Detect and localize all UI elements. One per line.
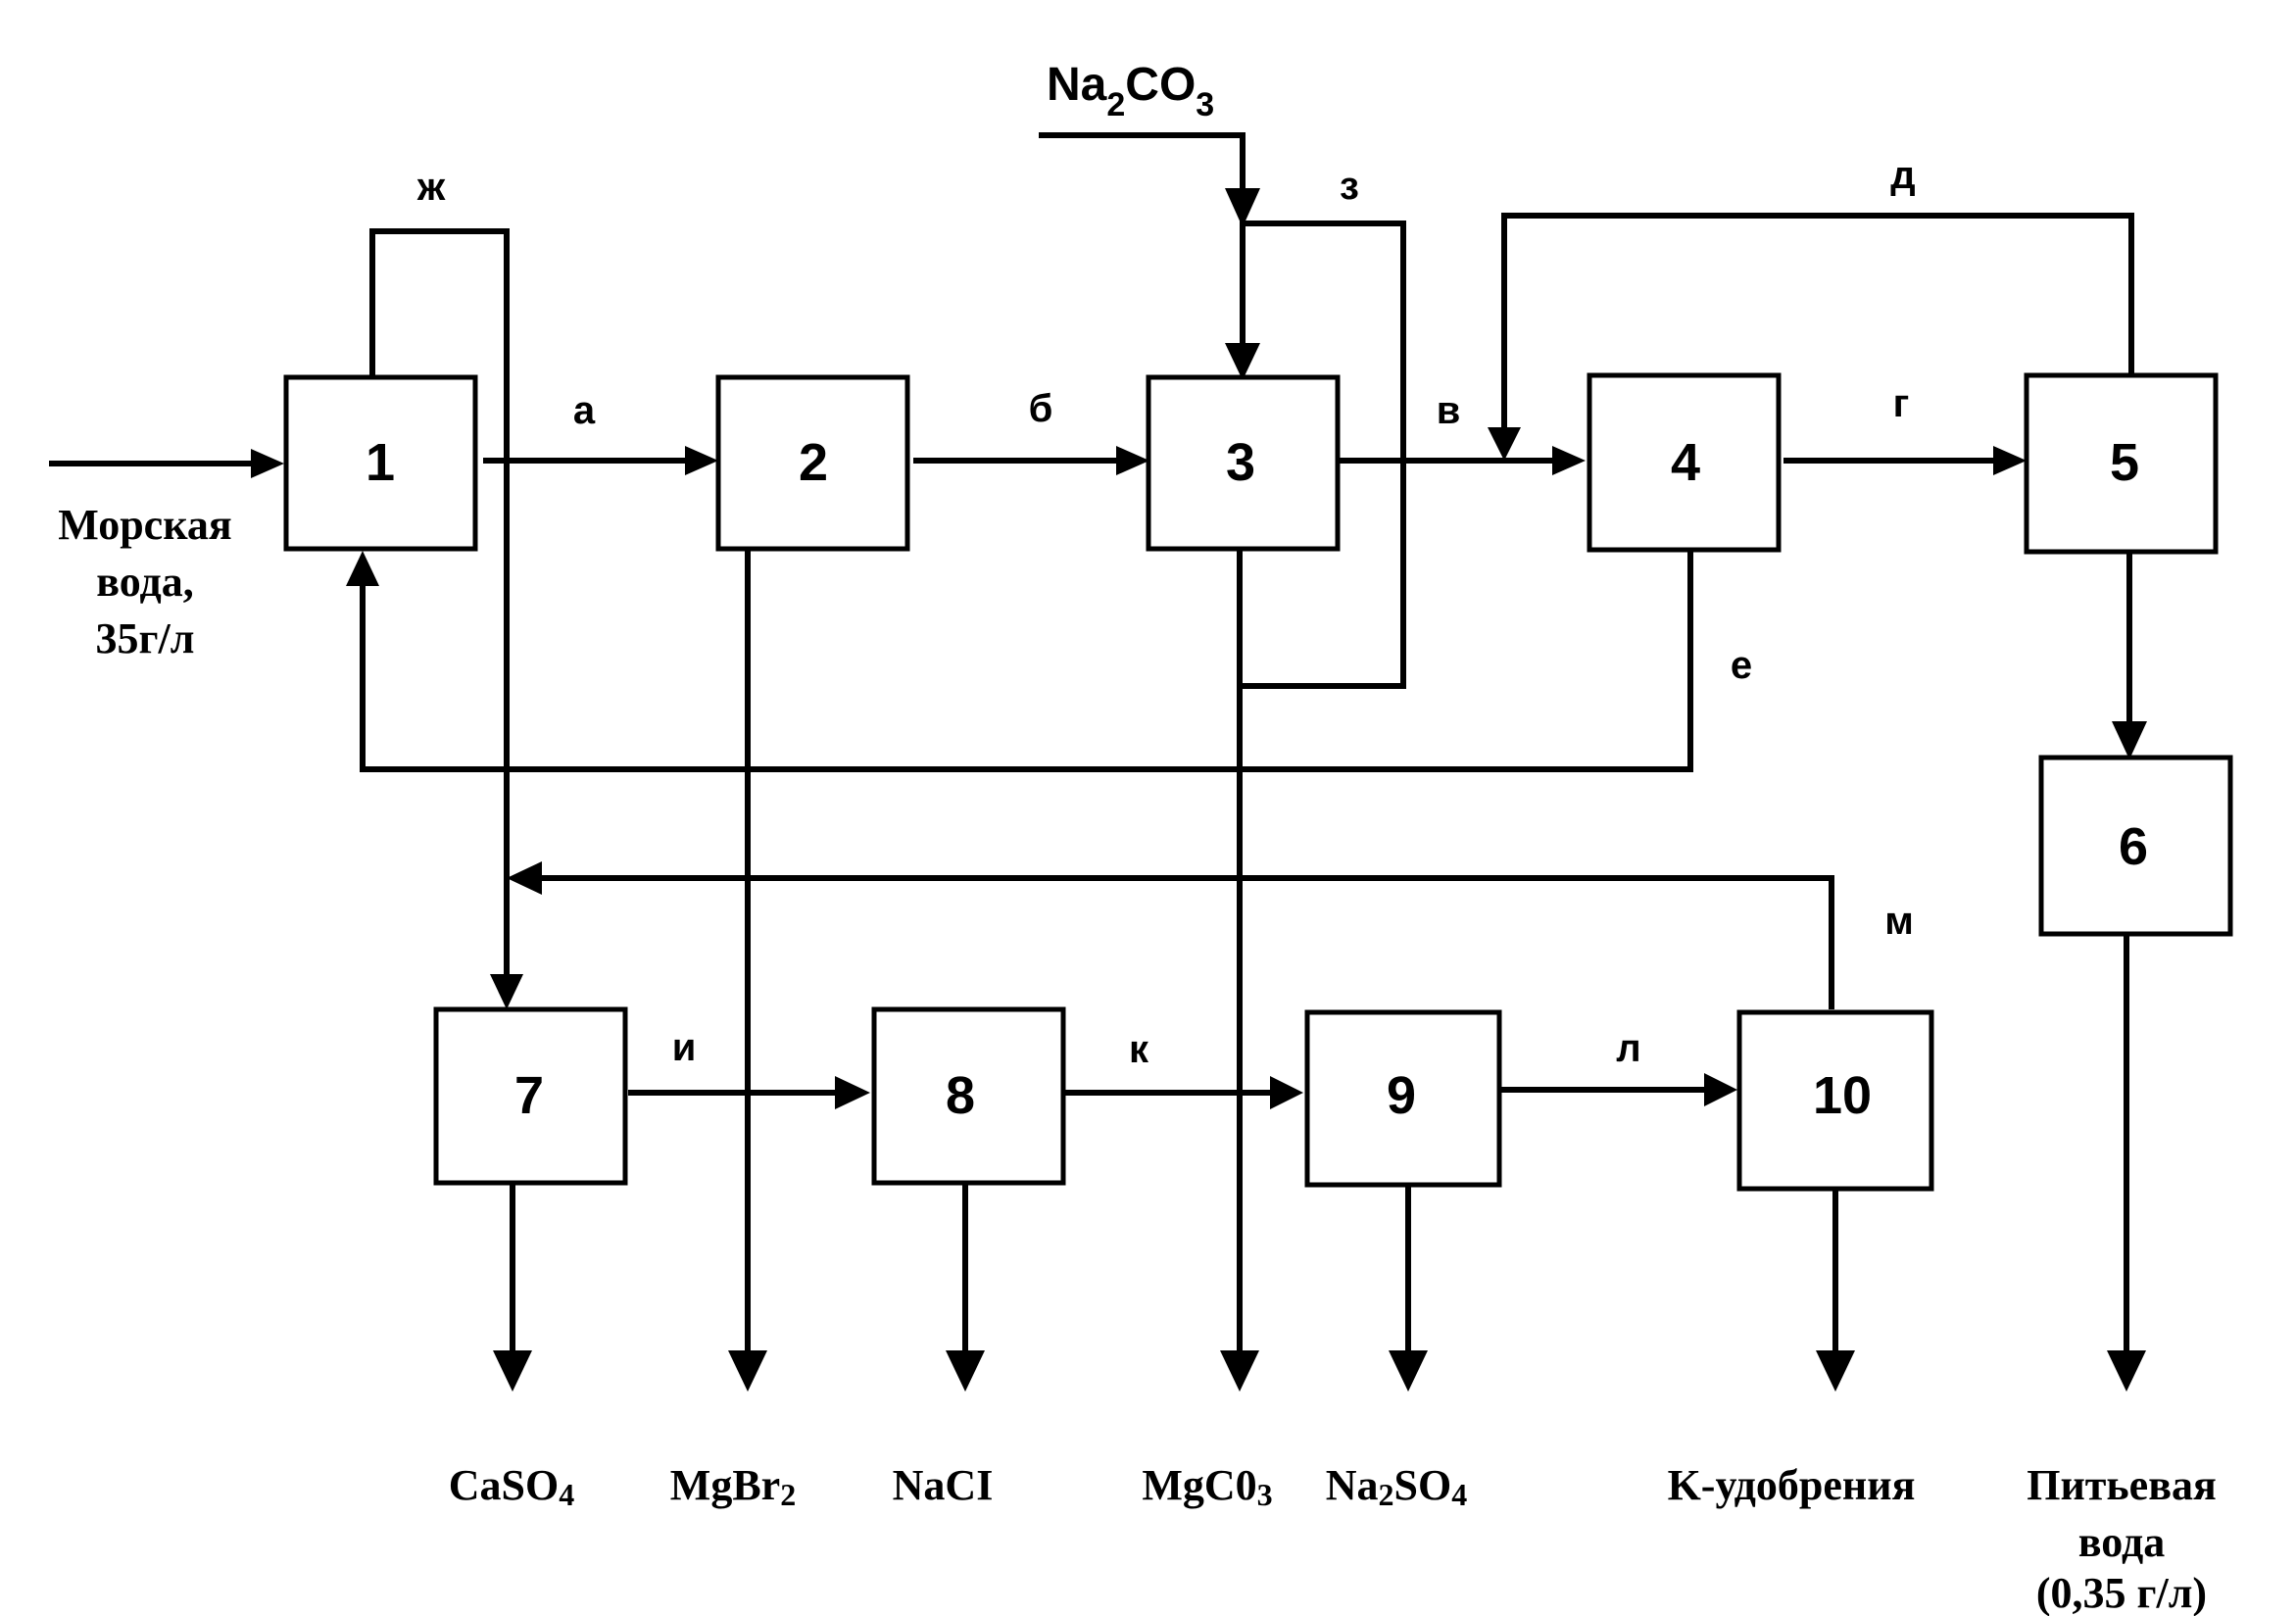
arrow-right-icon [1704, 1073, 1737, 1106]
arrow-down-icon [1816, 1350, 1855, 1392]
box-9-number: 9 [1387, 1066, 1416, 1125]
stream-label-m: м [1884, 900, 1914, 943]
stream-label-b: б [1029, 387, 1053, 430]
arrow-down-icon [728, 1350, 767, 1392]
line-reagent-na2co3 [1039, 132, 1246, 358]
input-seawater-label: Морская вода, 35г/л [58, 501, 231, 662]
input-label-line3: 35г/л [96, 614, 195, 662]
box-2: 2 [715, 374, 910, 552]
stream-labels: а б в г д е ж з и к л м [416, 154, 1916, 1071]
box-4: 4 [1587, 372, 1782, 553]
arrowheads [251, 188, 2147, 1392]
line-stream-d [1501, 213, 2134, 439]
line-stream-e [360, 551, 1693, 772]
arrow-down-icon [490, 974, 523, 1009]
stream-label-k: к [1129, 1028, 1149, 1071]
product-water-line3: (0,35 г/л) [2036, 1569, 2207, 1616]
input-label-line2: вода, [96, 558, 193, 606]
line-stream-zh [369, 228, 510, 990]
box-9: 9 [1304, 1009, 1502, 1188]
box-10-number: 10 [1813, 1066, 1872, 1125]
product-na2so4: Na2SO4 [1326, 1461, 1467, 1512]
box-4-number: 4 [1671, 433, 1700, 492]
box-8: 8 [871, 1006, 1066, 1186]
line-stream-m [539, 875, 1834, 1009]
box-3: 3 [1146, 374, 1341, 552]
box-6: 6 [2038, 755, 2233, 937]
arrow-down-icon [1488, 427, 1521, 461]
stream-label-e: е [1731, 644, 1752, 687]
box-7-number: 7 [514, 1066, 544, 1125]
arrow-down-icon [2107, 1350, 2146, 1392]
product-nacl: NaCI [893, 1461, 994, 1509]
box-1: 1 [283, 374, 478, 552]
stream-label-l: л [1616, 1027, 1640, 1070]
product-k-fertilizer: K-удобрения [1668, 1461, 1916, 1509]
arrow-down-icon [1225, 343, 1260, 380]
reagent-na2co3-label: Na2CO3 [1047, 59, 1214, 123]
box-6-number: 6 [2119, 817, 2148, 876]
stream-label-z: з [1340, 165, 1359, 208]
arrow-right-icon [1270, 1076, 1303, 1109]
arrow-left-icon [507, 861, 542, 895]
box-8-number: 8 [946, 1066, 975, 1125]
product-mgbr2: MgBr2 [670, 1461, 796, 1512]
box-5-number: 5 [2110, 433, 2139, 492]
stream-label-a: а [573, 389, 596, 432]
product-mgco3: MgC03 [1142, 1461, 1272, 1512]
arrow-right-icon [1116, 446, 1149, 475]
box-3-number: 3 [1226, 433, 1255, 492]
arrow-down-icon [1220, 1350, 1259, 1392]
box-7: 7 [433, 1006, 628, 1186]
stream-label-v: в [1437, 389, 1461, 432]
arrow-down-icon [946, 1350, 985, 1392]
flow-lines [49, 132, 2134, 1352]
line-stream-z [1243, 220, 1406, 689]
box-2-number: 2 [799, 433, 828, 492]
product-labels: CaSO4 MgBr2 NaCI MgC03 Na2SO4 K-удобрени… [449, 1461, 2217, 1616]
arrow-right-icon [251, 449, 284, 478]
arrow-right-icon [1993, 446, 2027, 475]
product-caso4: CaSO4 [449, 1461, 574, 1512]
arrow-up-icon [346, 551, 379, 586]
arrow-right-icon [1552, 446, 1586, 475]
box-5: 5 [2024, 372, 2219, 555]
product-water-line2: вода [2078, 1518, 2165, 1566]
arrow-down-icon [2112, 721, 2147, 759]
stream-label-i: и [672, 1026, 697, 1069]
box-10: 10 [1736, 1009, 1934, 1192]
box-1-number: 1 [366, 433, 395, 492]
arrow-right-icon [685, 446, 718, 475]
input-label-line1: Морская [58, 501, 231, 549]
arrow-down-icon [493, 1350, 532, 1392]
stream-label-zh: ж [416, 166, 446, 209]
arrow-down-icon [1225, 188, 1260, 227]
product-water-line1: Питьевая [2027, 1461, 2217, 1509]
stream-label-d: д [1890, 154, 1915, 197]
stream-label-g: г [1893, 382, 1910, 425]
arrow-right-icon [835, 1076, 870, 1109]
arrow-down-icon [1389, 1350, 1428, 1392]
